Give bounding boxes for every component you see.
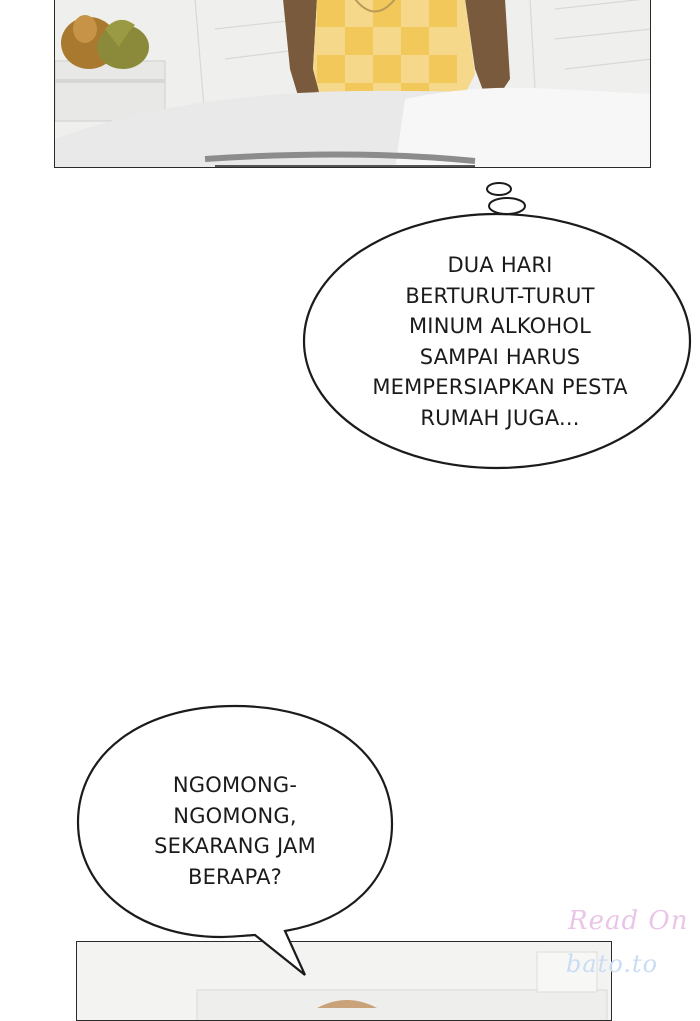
speech-bubble-outline	[76, 704, 394, 976]
speech-line-3: SEKARANG JAM	[154, 834, 316, 858]
thought-line-6: RUMAH JUGA...	[420, 405, 580, 430]
panel-illustration-top	[55, 0, 650, 167]
thought-line-3: MINUM ALKOHOL	[408, 314, 592, 338]
thought-dot-small	[486, 182, 512, 196]
watermark-line-1: Read On	[568, 906, 689, 936]
top-comic-panel	[54, 0, 651, 168]
speech-bubble-text: NGOMONG- NGOMONG, SEKARANG JAM BERAPA?	[105, 770, 365, 892]
thought-bubble-text: DUA HARI BERTURUT-TURUT MINUM ALKOHOL SA…	[330, 250, 670, 433]
thought-dot-large	[488, 197, 526, 215]
thought-line-2: BERTURUT-TURUT	[405, 283, 595, 308]
watermark-line-2: bato.to	[566, 950, 659, 978]
thought-line-1: DUA HARI	[447, 253, 553, 277]
watermark: Read On bato.to	[562, 898, 690, 988]
speech-line-2: NGOMONG,	[173, 803, 297, 828]
speech-line-4: BERAPA?	[187, 864, 282, 889]
thought-line-5: MEMPERSIAPKAN PESTA	[372, 375, 628, 399]
thought-bubble-outline	[302, 212, 692, 470]
thought-line-4: SAMPAI HARUS	[419, 344, 581, 369]
speech-line-1: NGOMONG-	[172, 773, 298, 797]
